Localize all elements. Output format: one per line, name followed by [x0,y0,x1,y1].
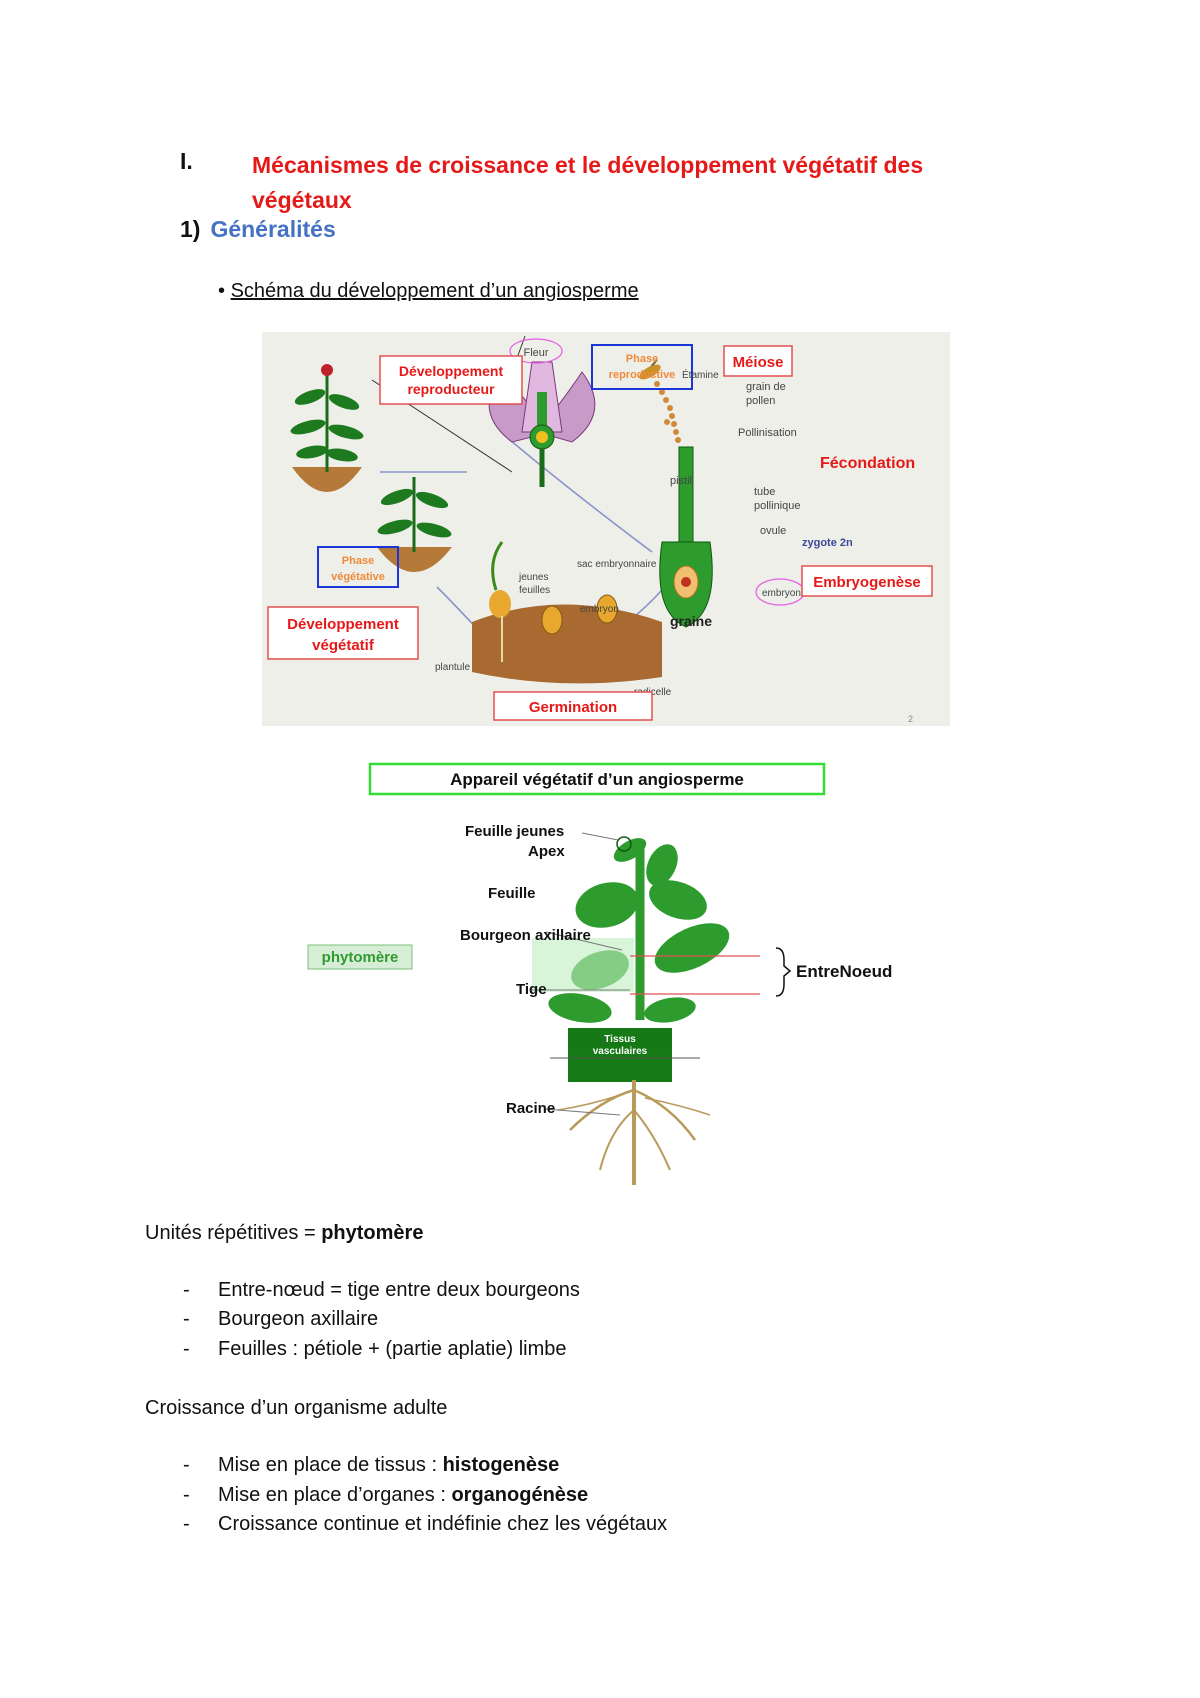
section2-item-3: - [183,1513,190,1535]
sac-embryonnaire-label: sac embryonnaire [577,559,657,570]
young-plant-illustration [377,477,452,572]
phase-reproductive-line1: Phase [626,353,658,365]
heading1-number: I. [180,148,193,174]
tissus-line2: vasculaires [593,1046,648,1057]
embryon-left-label: embryon [580,604,619,615]
radicelle-label: radicelle [634,687,672,698]
section2-item-2: - [183,1484,190,1506]
section1-item-2-text: Bourgeon axillaire [218,1308,379,1330]
section1-intro-prefix: Unités répétitives = [145,1222,322,1244]
tube-pollinique-line2: pollinique [754,500,800,512]
figure2-title: Appareil végétatif d’un angiosperme [450,770,744,789]
racine-label: Racine [506,1100,555,1117]
section1-item-1-text: Entre-nœud = tige entre deux bourgeons [218,1279,580,1301]
section1-intro-bold: phytomère [321,1222,424,1244]
phase-vegetative-box [317,546,399,588]
dev-reproducteur-box [379,355,523,405]
phase-reproductive-box [591,344,693,390]
jeunes-feuilles-line2: feuilles [519,585,550,596]
dev-reproducteur-line2: reproducteur [407,381,495,397]
fecondation-label: Fécondation [820,455,915,472]
jeunes-feuilles-line1: jeunes [518,572,548,583]
embryogenese-box [801,565,933,597]
section1-intro: Unités répétitives = phytomère [145,1222,423,1245]
feuille-label: Feuille [488,885,536,902]
bullet-text: Schéma du développement d’un angiosperme [230,280,639,302]
embryogenese-label: Embryogenèse [813,574,921,591]
section2-item-2-text: Mise en place d’organes : organogénèse [218,1484,588,1507]
dev-reproducteur-line1: Développement [399,363,504,379]
meiose-label: Méiose [733,354,784,371]
section2-item-2-prefix: Mise en place d’organes : [218,1484,452,1506]
label-pointers [532,832,630,1116]
figure-page-number: 2 [908,714,913,724]
tissus-line1: Tissus [604,1034,636,1045]
section2-item-1-bold: histogenèse [442,1454,560,1476]
section1-item-1: - [183,1279,190,1301]
meiose-box [723,345,793,377]
graine-label: graine [670,613,712,629]
etamine-label: Étamine [682,368,719,381]
phase-vegetative-line2: végétative [331,571,385,583]
phytomere-highlight [532,938,634,992]
plantule-label: plantule [435,662,470,673]
bullet-symbol: • [218,280,226,302]
section1-item-3-text: Feuilles : pétiole + (partie aplatie) li… [218,1338,567,1360]
section1-item-3: - [183,1338,190,1360]
germination-box [493,691,653,721]
fleur-highlight [509,338,563,364]
dev-vegetatif-line1: Développement [287,616,399,633]
zygote-label: zygote 2n [802,537,853,549]
vegetative-apparatus-figure: Appareil végétatif d’un angiosperme phyt… [307,762,892,1185]
grain-pollen-line2: pollen [746,395,775,407]
stamen-pollen-illustration [639,359,681,443]
section1-item-2: - [183,1308,190,1330]
heading1-title: Mécanismes de croissance et le développe… [252,152,924,213]
embryon-right-label: embryon [762,588,801,599]
arrow-flower-to-seed [509,439,653,553]
entrenoeud-bracket [775,947,792,997]
section2-item-1-text: Mise en place de tissus : histogenèse [218,1454,559,1477]
entrenoeud-label: EntreNoeud [796,962,892,981]
dev-vegetatif-box [267,606,419,660]
section2-intro: Croissance d’un organisme adulte [145,1397,448,1419]
tige-label: Tige [516,981,547,998]
section2-item-2-bold: organogénèse [451,1484,589,1506]
tube-pollinique-line1: tube [754,486,775,498]
grain-pollen-line1: grain de [746,381,786,393]
heading2: 1) Généralités [180,216,336,243]
phase-reproductive-line2: reproductive [609,369,676,381]
section2-item-1-prefix: Mise en place de tissus : [218,1454,443,1476]
heading2-title: Généralités [210,216,336,242]
flowering-plant-illustration [290,364,364,492]
bullet-line: • Schéma du développement d’un angiosper… [218,280,639,303]
pistil-illustration [659,446,713,628]
phytomere-box [307,944,413,970]
root-system [557,1080,711,1185]
figure2-title-box [368,762,826,796]
section2-item-3-text: Croissance continue et indéfinie chez le… [218,1513,667,1536]
ovule-label: ovule [760,525,786,537]
bourgeon-label: Bourgeon axillaire [460,927,591,944]
germination-illustration [472,541,662,684]
fleur-label: Fleur [523,347,548,359]
dev-vegetatif-line2: végétatif [312,637,375,654]
section2-item-1: - [183,1454,190,1476]
apex-label: Apex [528,843,565,860]
phase-vegetative-line1: Phase [342,555,374,567]
section2-item-3-prefix: Croissance continue et indéfinie chez le… [218,1513,668,1535]
feuille-jeunes-label: Feuille jeunes [465,823,564,840]
phytomere-label: phytomère [322,949,399,966]
germination-label: Germination [529,699,617,716]
pollinisation-label: Pollinisation [738,427,797,439]
pistil-label: pistil [670,475,692,487]
development-cycle-figure: Développement reproducteur Fleur Phase r… [262,332,950,726]
heading2-number: 1) [180,216,201,242]
